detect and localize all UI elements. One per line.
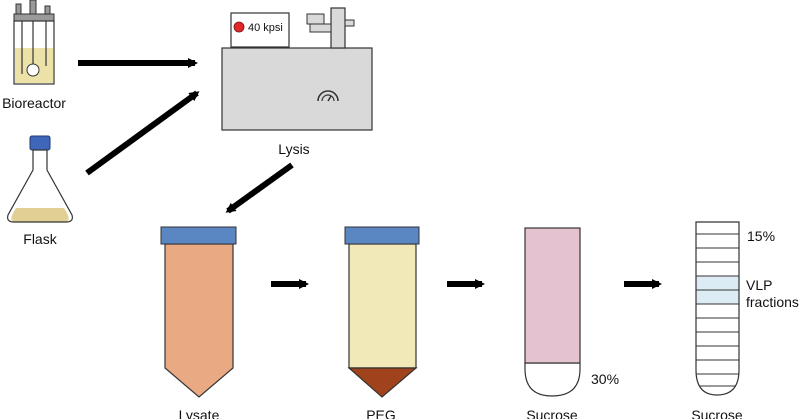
pressure-readout: 40 kpsi	[248, 22, 283, 34]
peg-cap	[344, 226, 420, 245]
valve-column	[330, 7, 346, 49]
top-arrows	[78, 58, 294, 214]
gradient-tube-outline	[695, 221, 740, 396]
peg-body	[348, 243, 417, 369]
fractions-label: fractions	[746, 294, 799, 310]
arrow-flask-to-lysis	[85, 90, 200, 176]
valve-arm	[309, 23, 332, 33]
peg-tube: PEG	[344, 226, 420, 419]
arrow-lysis-to-lysate	[225, 162, 294, 214]
flask-body	[7, 149, 73, 223]
sucrose-gradient-tube: 15% VLP fractions Sucrose	[691, 221, 799, 419]
dial-icon-inner	[321, 94, 335, 102]
pct-30-label: 30%	[591, 371, 619, 387]
lysate-body	[164, 243, 234, 398]
lysis-label: Lysis	[278, 141, 309, 157]
sucrose-tube-1-pink-layer	[524, 227, 581, 364]
bioreactor-impeller	[26, 63, 40, 77]
flask-liquid	[11, 208, 69, 222]
outlet-nozzle	[344, 19, 355, 27]
peg-pellet	[347, 367, 418, 398]
pct-15-label: 15%	[747, 228, 775, 244]
sucrose-tube-1-bottom	[524, 362, 581, 397]
flask-label: Flask	[23, 231, 57, 247]
vlp-band-lower	[696, 290, 739, 304]
lysis-homogenizer: 40 kpsi Lysis	[221, 7, 373, 157]
sucrose-tube-1: 30% Sucrose	[524, 227, 619, 419]
bioreactor: Bioreactor	[2, 0, 66, 111]
indicator-light	[233, 21, 245, 33]
dial-icon	[317, 90, 339, 102]
flask-cap	[29, 135, 51, 151]
vlp-label: VLP	[746, 277, 772, 293]
sucrose-1-label: Sucrose	[526, 407, 578, 419]
vlp-band-upper	[696, 276, 739, 290]
valve-block	[306, 13, 325, 25]
peg-label: PEG	[366, 407, 396, 419]
bioreactor-port-mid	[29, 0, 37, 15]
sucrose-2-label: Sucrose	[691, 407, 743, 419]
bioreactor-port-left	[15, 3, 22, 15]
bioreactor-label: Bioreactor	[2, 95, 66, 111]
lysate-cap	[160, 226, 237, 245]
bioreactor-lid	[13, 13, 55, 22]
homogenizer-body	[221, 47, 373, 131]
dial-needle	[327, 95, 332, 102]
lysate-tube: Lysate	[160, 226, 237, 419]
lysate-label: Lysate	[179, 407, 220, 419]
bioreactor-port-right	[44, 5, 51, 15]
flask: Flask	[7, 135, 73, 247]
